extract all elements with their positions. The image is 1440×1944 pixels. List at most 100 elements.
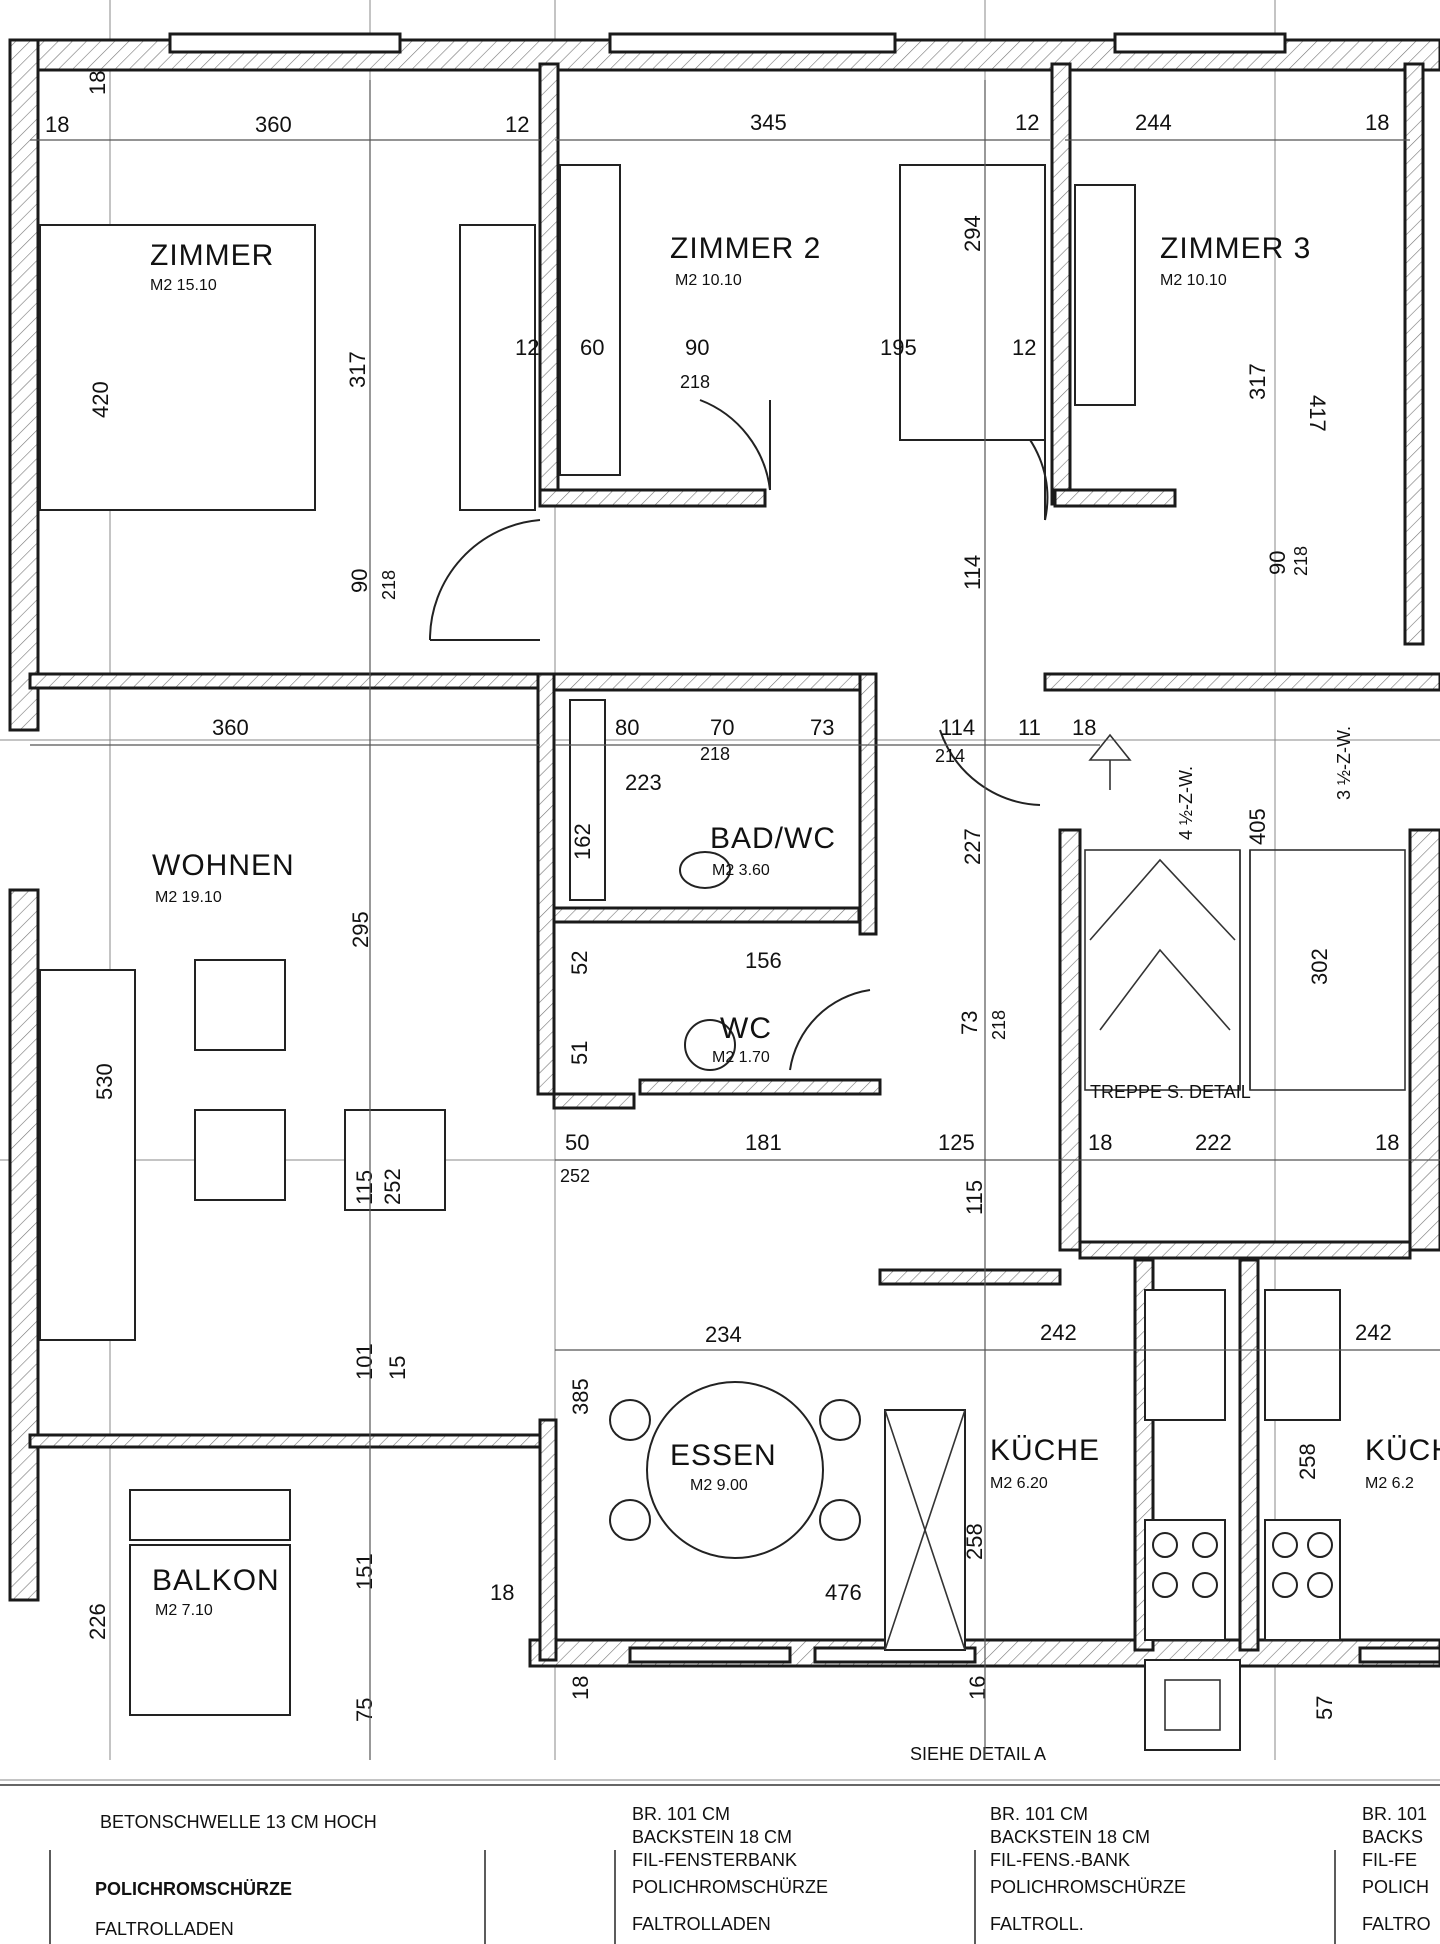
dim-218-b: 218 — [379, 570, 399, 600]
dim-195: 195 — [880, 335, 917, 360]
note2-line1: BR. 101 CM — [632, 1804, 730, 1824]
dim-258-a: 258 — [1295, 1443, 1320, 1480]
dim-52: 52 — [567, 951, 592, 975]
dim-11: 11 — [1018, 715, 1041, 740]
note4-line1: BR. 101 — [1362, 1804, 1427, 1824]
dim-222: 222 — [1195, 1130, 1232, 1155]
room-area-balkon: M2 7.10 — [155, 1602, 213, 1619]
note3-line1: BR. 101 CM — [990, 1804, 1088, 1824]
dim-317-a: 317 — [345, 351, 370, 388]
room-name-balkon: BALKON — [152, 1564, 280, 1597]
dim-12-a: 12 — [505, 112, 529, 137]
dim-12-c: 12 — [515, 335, 539, 360]
dim-258-b: 258 — [962, 1523, 987, 1560]
dim-242-b: 242 — [1355, 1320, 1392, 1345]
dim-234: 234 — [705, 1322, 742, 1347]
room-area-wc: M2 1.70 — [712, 1049, 770, 1066]
note1-line2: FALTROLLADEN — [95, 1919, 234, 1939]
room-name-zimmer2: ZIMMER 2 — [670, 232, 821, 265]
dim-18-d: 18 — [1072, 715, 1096, 740]
dim-16: 16 — [965, 1676, 990, 1700]
dim-181: 181 — [745, 1130, 782, 1155]
dim-226: 226 — [85, 1603, 110, 1640]
dim-90-b: 90 — [347, 569, 372, 593]
dim-18-right: 18 — [1365, 110, 1389, 135]
dim-51: 51 — [567, 1041, 592, 1065]
note2-line3: FIL-FENSTERBANK — [632, 1850, 797, 1870]
dim-114-b: 114 — [940, 715, 975, 740]
dim-218-a: 218 — [680, 372, 710, 392]
room-name-zimmer3: ZIMMER 3 — [1160, 232, 1311, 265]
furniture — [39, 164, 1341, 1751]
room-area-wohnen: M2 19.10 — [155, 889, 222, 906]
dim-70: 70 — [710, 715, 734, 740]
room-area-bad: M2 3.60 — [712, 862, 770, 879]
note4-line4: POLICH — [1362, 1877, 1429, 1897]
room-name-wohnen: WOHNEN — [152, 849, 295, 882]
room-area-zimmer2: M2 10.10 — [675, 272, 742, 289]
dim-18-g: 18 — [490, 1580, 514, 1605]
zw-label-right: 3 ½-Z-W. — [1334, 726, 1354, 800]
note3-line2: BACKSTEIN 18 CM — [990, 1827, 1150, 1847]
dim-73-a: 73 — [810, 715, 834, 740]
dim-294: 294 — [960, 215, 985, 252]
dim-18-left: 18 — [45, 112, 69, 137]
dim-302: 302 — [1307, 948, 1332, 985]
note3-line4: POLICHROMSCHÜRZE — [990, 1877, 1186, 1897]
dim-75: 75 — [352, 1698, 377, 1722]
detail-label: SIEHE DETAIL A — [910, 1744, 1046, 1764]
dim-115-a: 115 — [352, 1170, 377, 1205]
dim-80: 80 — [615, 715, 639, 740]
dim-476: 476 — [825, 1580, 862, 1605]
schwelle-note: BETONSCHWELLE 13 CM HOCH — [100, 1812, 377, 1832]
dim-385: 385 — [568, 1378, 593, 1415]
zw-label-left: 4 ½-Z-W. — [1176, 766, 1196, 840]
dim-218-d: 218 — [700, 744, 730, 764]
note4-line2: BACKS — [1362, 1827, 1423, 1847]
dimensions: 360 345 244 18 12 12 18 18 317 420 294 3… — [45, 71, 1399, 1722]
dim-244: 244 — [1135, 110, 1172, 135]
dim-156: 156 — [745, 948, 782, 973]
note3-line5: FALTROLL. — [990, 1914, 1084, 1934]
note3-line3: FIL-FENS.-BANK — [990, 1850, 1130, 1870]
dim-405: 405 — [1245, 808, 1270, 845]
interior-walls — [28, 62, 1440, 1662]
note2-line5: FALTROLLADEN — [632, 1914, 771, 1934]
dim-360-mid: 360 — [212, 715, 249, 740]
room-name-bad: BAD/WC — [710, 822, 836, 855]
dim-295: 295 — [348, 911, 373, 948]
misc-labels: 4 ½-Z-W. 3 ½-Z-W. SIEHE DETAIL A BETONSC… — [100, 726, 1354, 1832]
stair: TREPPE S. DETAIL — [1084, 849, 1406, 1102]
dim-15: 15 — [385, 1356, 410, 1380]
room-labels: ZIMMER M2 15.10 ZIMMER 2 M2 10.10 ZIMMER… — [150, 232, 1440, 1619]
note4-line3: FIL-FE — [1362, 1850, 1417, 1870]
room-area-essen: M2 9.00 — [690, 1477, 748, 1494]
note4-line5: FALTRO — [1362, 1914, 1431, 1934]
dim-218-e: 218 — [989, 1010, 1009, 1040]
dim-50: 50 — [565, 1130, 589, 1155]
dim-125: 125 — [938, 1130, 975, 1155]
dim-252-b: 252 — [380, 1168, 405, 1205]
dim-151: 151 — [352, 1553, 377, 1590]
dim-218-c: 218 — [1291, 546, 1311, 576]
note1-line1: POLICHROMSCHÜRZE — [95, 1879, 292, 1899]
room-name-wc: WC — [720, 1012, 772, 1045]
room-name-kueche2: KÜCH — [1365, 1434, 1440, 1467]
bottom-notes: POLICHROMSCHÜRZE FALTROLLADEN BR. 101 CM… — [0, 1784, 1440, 1944]
dim-223: 223 — [625, 770, 662, 795]
dim-360-top: 360 — [255, 112, 292, 137]
room-area-kueche2: M2 6.2 — [1365, 1475, 1414, 1492]
dim-18-f: 18 — [1375, 1130, 1399, 1155]
dim-530: 530 — [92, 1063, 117, 1100]
dim-114: 114 — [960, 555, 985, 590]
room-area-zimmer1: M2 15.10 — [150, 277, 217, 294]
dim-18-h: 18 — [568, 1676, 593, 1700]
dim-12-b: 12 — [1015, 110, 1039, 135]
dim-12-d: 12 — [1012, 335, 1036, 360]
dim-57: 57 — [1312, 1696, 1337, 1720]
note2-line2: BACKSTEIN 18 CM — [632, 1827, 792, 1847]
stair-note: TREPPE S. DETAIL — [1090, 1082, 1251, 1102]
dim-214: 214 — [935, 746, 965, 766]
dim-18-top: 18 — [85, 71, 110, 95]
